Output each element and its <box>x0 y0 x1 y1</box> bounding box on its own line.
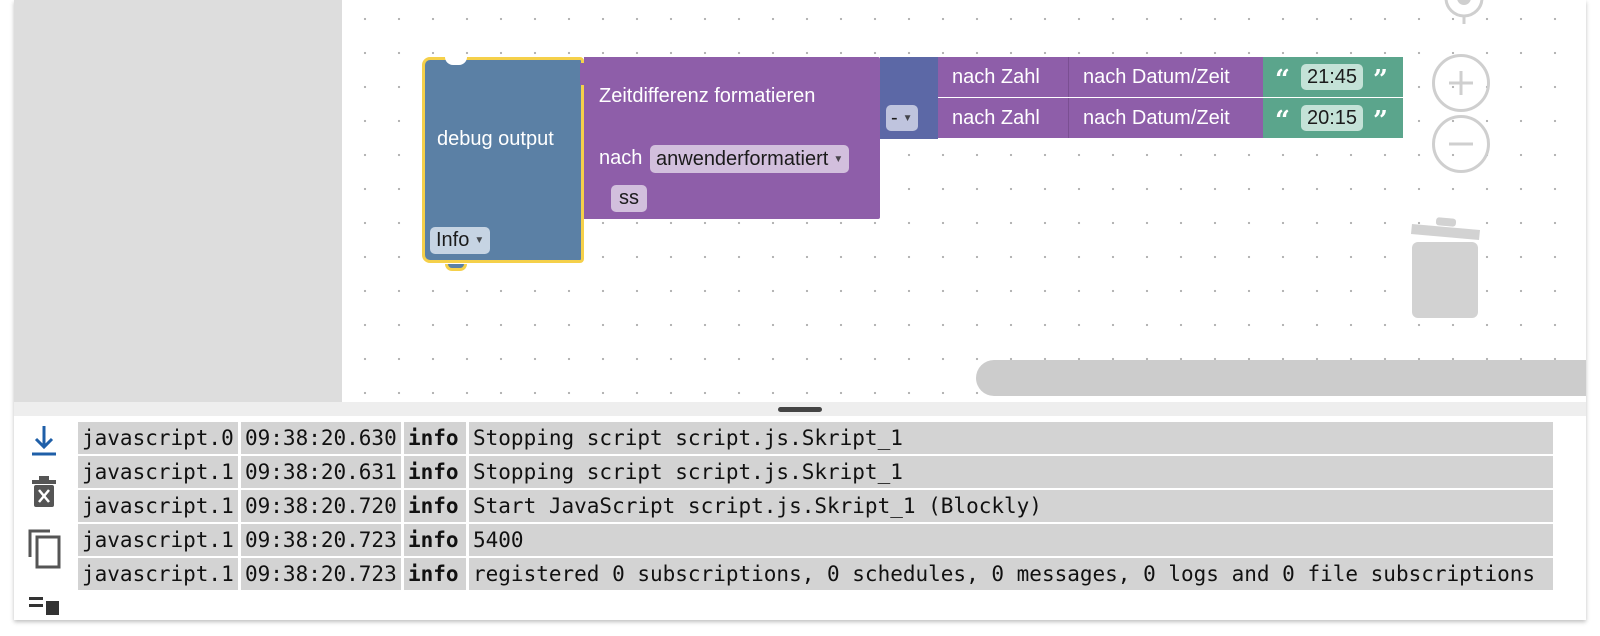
log-cell-severity: info <box>404 490 466 522</box>
to-number-block-2[interactable]: nach Zahl <box>938 98 1069 138</box>
to-number-label: nach Zahl <box>952 66 1040 88</box>
log-cell-source: javascript.0 <box>78 422 238 454</box>
text-value: 21:45 <box>1307 66 1358 88</box>
operator-dropdown[interactable]: -▼ <box>886 105 918 131</box>
text-block-2[interactable]: “ 20:15 ” <box>1263 98 1403 138</box>
trash-icon[interactable] <box>1406 214 1488 320</box>
log-cell-time: 09:38:20.720 <box>241 490 401 522</box>
open-quote-icon: “ <box>1275 106 1290 136</box>
toolbox-flyout <box>14 0 342 402</box>
zoom-in-icon[interactable] <box>1432 54 1490 112</box>
text-block-1[interactable]: “ 21:45 ” <box>1263 57 1403 97</box>
format-by-label: nach <box>599 147 643 169</box>
debug-level-dropdown[interactable]: Info ▼ <box>430 227 491 254</box>
text-value-field[interactable]: 21:45 <box>1301 64 1364 90</box>
open-quote-icon: “ <box>1275 65 1290 95</box>
to-datetime-block-1[interactable]: nach Datum/Zeit <box>1069 57 1263 97</box>
blockly-editor-frame: debug output Info ▼ Zeitdifferenz formati… <box>14 0 1586 620</box>
log-toolbar <box>14 416 77 620</box>
dropdown-caret-icon: ▼ <box>902 112 913 124</box>
log-cell-source: javascript.1 <box>78 490 238 522</box>
log-cell-severity: info <box>404 456 466 488</box>
log-cell-message: 5400 <box>469 524 1553 556</box>
to-number-block-1[interactable]: nach Zahl <box>938 57 1069 97</box>
to-datetime-label: nach Datum/Zeit <box>1083 107 1230 129</box>
log-cell-source: javascript.1 <box>78 524 238 556</box>
close-quote-icon: ” <box>1373 106 1388 136</box>
time-difference-format-block[interactable]: Zeitdifferenz formatieren nach anwenderf… <box>580 57 880 219</box>
log-cell-source: javascript.1 <box>78 456 238 488</box>
log-cell-source: javascript.1 <box>78 558 238 590</box>
format-dropdown-value: anwenderformatiert <box>656 148 829 170</box>
log-cell-message: Stopping script script.js.Skript_1 <box>469 422 1553 454</box>
horizontal-scrollbar[interactable] <box>976 360 1586 396</box>
math-arithmetic-block[interactable]: -▼ <box>880 57 938 139</box>
copy-icon[interactable] <box>24 528 64 569</box>
log-cell-time: 09:38:20.723 <box>241 558 401 590</box>
format-dropdown[interactable]: anwenderformatiert ▼ <box>650 145 850 173</box>
zoom-out-icon[interactable] <box>1432 115 1490 173</box>
operator-value: - <box>891 107 898 129</box>
toggle-columns-icon[interactable] <box>24 586 64 620</box>
resize-grip-icon[interactable] <box>778 407 822 412</box>
input-connector <box>580 63 590 85</box>
log-cell-severity: info <box>404 422 466 454</box>
time-difference-title: Zeitdifferenz formatieren <box>599 85 816 107</box>
to-datetime-block-2[interactable]: nach Datum/Zeit <box>1069 98 1263 138</box>
block-next-connector <box>445 264 467 271</box>
text-value-field[interactable]: 20:15 <box>1301 105 1364 131</box>
log-cell-message: registered 0 subscriptions, 0 schedules,… <box>469 558 1553 590</box>
debug-output-block[interactable]: debug output Info ▼ <box>422 57 584 271</box>
debug-output-title: debug output <box>437 128 554 150</box>
log-cell-severity: info <box>404 524 466 556</box>
format-text-field[interactable]: ss <box>611 185 647 212</box>
log-cell-severity: info <box>404 558 466 590</box>
block-notch <box>445 57 467 65</box>
center-icon[interactable] <box>1438 0 1490 24</box>
log-cell-message: Start JavaScript script.js.Skript_1 (Blo… <box>469 490 1553 522</box>
blockly-workspace[interactable]: debug output Info ▼ Zeitdifferenz formati… <box>342 0 1586 402</box>
scroll-to-bottom-icon[interactable] <box>24 420 64 460</box>
format-text-value: ss <box>619 187 639 209</box>
log-cell-message: Stopping script script.js.Skript_1 <box>469 456 1553 488</box>
text-value: 20:15 <box>1307 107 1358 129</box>
log-cell-time: 09:38:20.631 <box>241 456 401 488</box>
log-cell-time: 09:38:20.630 <box>241 422 401 454</box>
clear-log-icon[interactable] <box>24 472 64 512</box>
close-quote-icon: ” <box>1373 65 1388 95</box>
log-cell-time: 09:38:20.723 <box>241 524 401 556</box>
panel-resize-divider[interactable] <box>14 402 1586 416</box>
to-datetime-label: nach Datum/Zeit <box>1083 66 1230 88</box>
debug-level-value: Info <box>436 229 470 251</box>
dropdown-caret-icon: ▼ <box>833 153 844 165</box>
to-number-label: nach Zahl <box>952 107 1040 129</box>
dropdown-caret-icon: ▼ <box>474 235 485 247</box>
